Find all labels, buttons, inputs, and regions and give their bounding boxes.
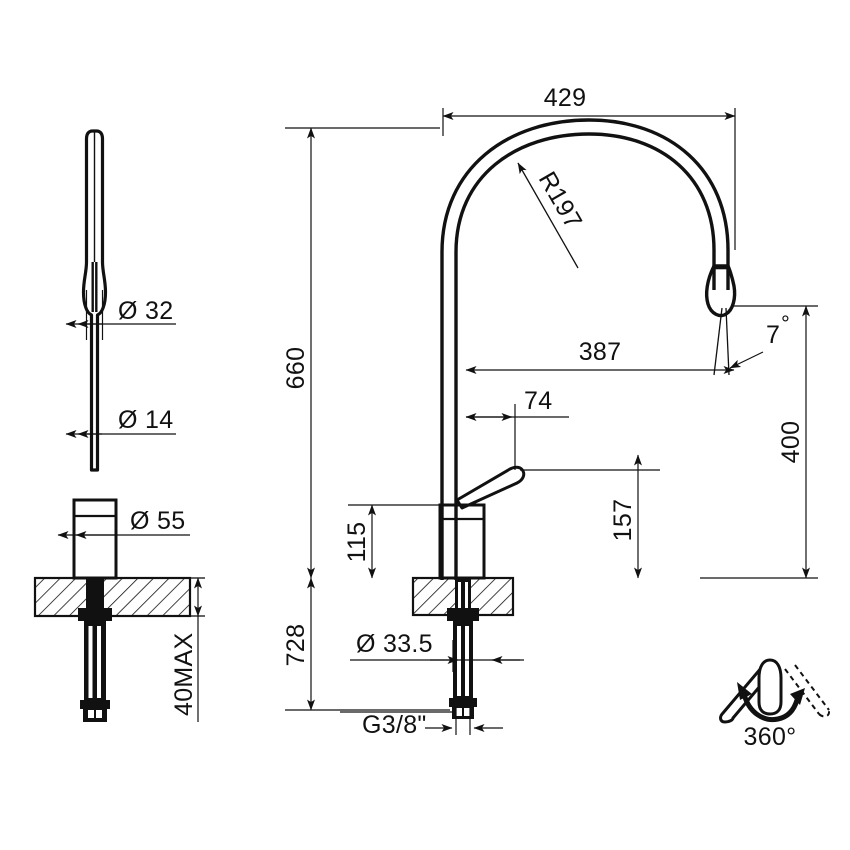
side-view-base-cylinder — [72, 498, 118, 580]
dimension-dia335-label: Ø 33.5 — [356, 630, 433, 658]
dimension-dia335: Ø 33.5 — [350, 630, 524, 672]
dimension-728: 728 — [282, 577, 450, 711]
dimension-387: 387 — [465, 338, 735, 374]
dimension-400-label: 400 — [777, 421, 805, 464]
dimension-429: 429 — [442, 84, 736, 250]
dimension-dia14-label: Ø 14 — [118, 406, 173, 434]
swivel-arc-arrow — [741, 693, 800, 723]
dimension-dia14: Ø 14 — [65, 406, 176, 438]
side-view-shank-assembly — [78, 578, 112, 722]
dimension-74-label: 74 — [524, 387, 552, 415]
dimension-thread-label: G3/8" — [362, 711, 427, 739]
swivel-spout-body — [757, 658, 783, 716]
dimension-157: 157 — [520, 454, 660, 579]
dimension-dia55-label: Ø 55 — [130, 507, 185, 535]
dimension-400: 400 — [700, 305, 818, 579]
side-elevation-view: Ø 32 Ø 14 Ø 55 40MAX — [33, 129, 205, 722]
dimension-40max-label: 40MAX — [170, 632, 198, 716]
dimension-dia32: Ø 32 — [65, 290, 176, 340]
dimension-387-label: 387 — [579, 338, 622, 366]
dimension-dia32-label: Ø 32 — [118, 297, 173, 325]
dimension-r197-label: R197 — [533, 167, 588, 234]
swivel-dashed-arm-b — [794, 664, 830, 711]
swivel-range-icon: 360° — [719, 658, 830, 751]
dimension-r197: R197 — [517, 162, 588, 269]
dimension-728-label: 728 — [282, 624, 310, 667]
dimension-dia55: Ø 55 — [57, 507, 190, 539]
dimension-74: 74 — [465, 387, 569, 470]
dimension-429-label: 429 — [544, 84, 587, 112]
side-view-countertop — [33, 576, 205, 618]
dimension-660: 660 — [282, 127, 440, 579]
dimension-7deg-label: 7 — [766, 321, 780, 349]
dimension-115: 115 — [343, 504, 440, 579]
dimension-115-label: 115 — [343, 522, 371, 563]
degree-symbol: ° — [781, 311, 790, 336]
front-view-lever-handle — [455, 465, 526, 510]
dimension-157-label: 157 — [609, 499, 637, 542]
front-view-base-cylinder — [438, 503, 486, 580]
dimension-thread: G3/8" — [340, 706, 503, 739]
front-elevation-view: 429 R197 660 387 — [282, 84, 818, 739]
dimension-7deg: 7 ° — [713, 307, 790, 376]
dimension-40max: 40MAX — [170, 577, 202, 722]
side-view-spout-body — [81, 129, 108, 472]
swivel-range-label: 360° — [744, 723, 797, 751]
dimension-660-label: 660 — [282, 347, 310, 390]
front-view-shank-assembly — [447, 578, 479, 719]
